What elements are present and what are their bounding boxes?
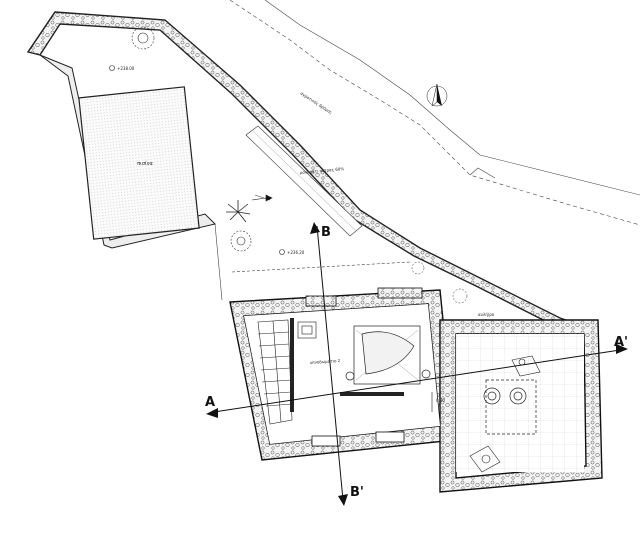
stone-path-label: μονοπάτι πέτρας 60%: [300, 166, 345, 175]
section-a-prime-label: A': [614, 335, 628, 350]
north-arrow-icon: [426, 83, 448, 107]
planter: [469, 445, 501, 473]
door-dimension: 0.90: [431, 392, 445, 412]
shrub-icon: [411, 261, 468, 304]
garden-edges: [214, 194, 411, 301]
level-marker: +236.20: [279, 249, 305, 255]
pool-label: πισίνα: [137, 160, 153, 167]
section-line-a: [206, 344, 628, 418]
tree-icon: [131, 26, 155, 50]
staircase: [257, 319, 293, 425]
terrace-label: αυλή/ρο: [478, 312, 495, 317]
road-lines: [229, 0, 640, 226]
bed: [345, 325, 431, 385]
section-b-label: B: [321, 225, 331, 240]
svg-text:+238.00: +238.00: [117, 66, 135, 71]
terrace-table: [483, 379, 537, 435]
svg-text:0.90: 0.90: [436, 398, 445, 403]
entry-arrow: [251, 194, 273, 202]
level-marker: +238.00: [109, 65, 135, 71]
section-a-label: A: [205, 395, 215, 410]
palm-icon: [226, 200, 251, 223]
desk: [297, 321, 317, 339]
pool: [78, 86, 200, 240]
road-label: αγροτικός δρόμος: [299, 91, 333, 115]
bush-icon: [230, 230, 252, 252]
section-b-prime-label: B': [350, 485, 364, 500]
section-line-b: [310, 222, 348, 506]
svg-text:+236.20: +236.20: [287, 250, 305, 255]
stone-path: μονοπάτι πέτρας 60%: [245, 125, 363, 237]
terrace-floor: [456, 334, 584, 472]
bedroom-label: υπνοδωμάτιο 2: [310, 358, 341, 365]
partition-walls: [290, 287, 423, 447]
